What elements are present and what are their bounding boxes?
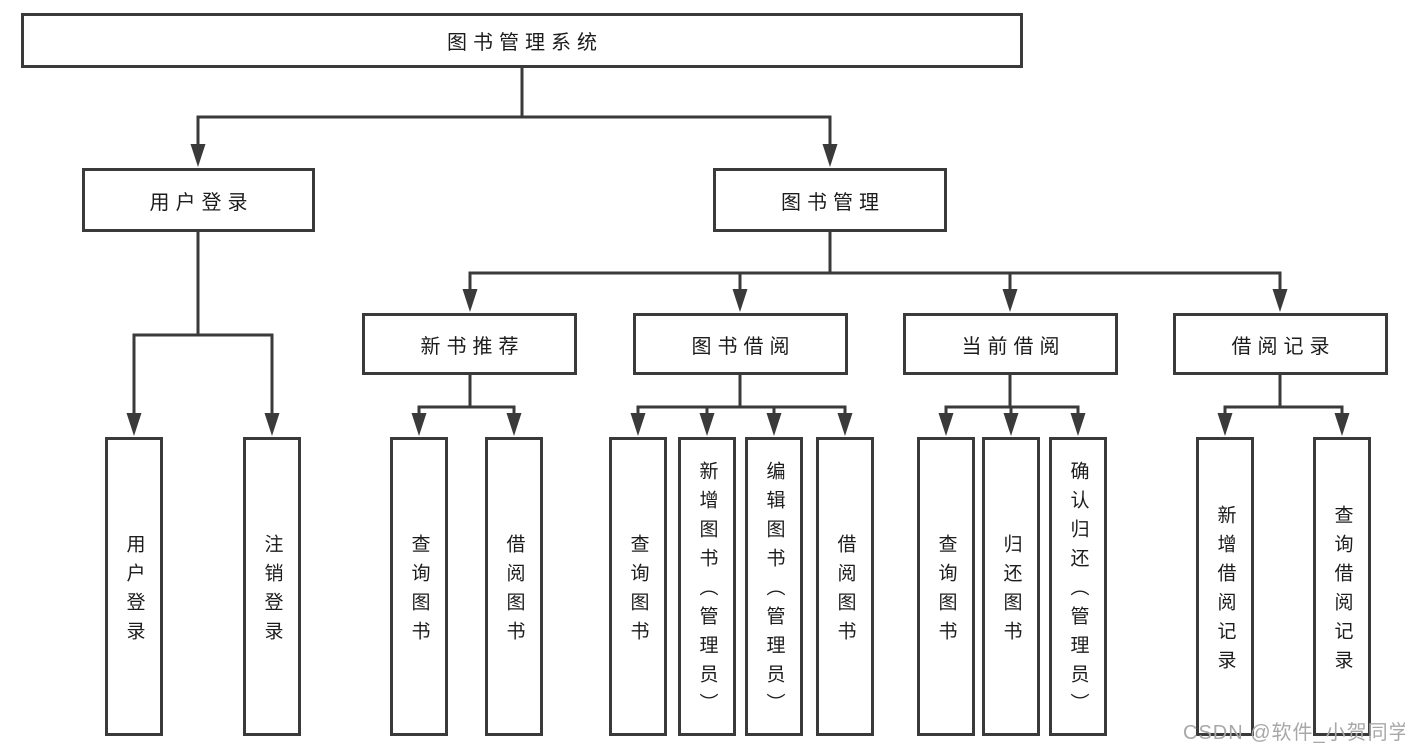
node-leaf-user-login: 用户登录 — [105, 437, 163, 736]
node-book-borrowing: 图书借阅 — [633, 313, 848, 375]
node-user-login: 用户登录 — [82, 168, 315, 232]
node-leaf-logout: 注销登录 — [243, 437, 301, 736]
node-borrowing-records: 借阅记录 — [1173, 313, 1388, 375]
node-leaf-edit-books-admin-label: 编辑图书（管理员） — [763, 461, 785, 722]
node-book-borrowing-label: 图书借阅 — [691, 335, 796, 358]
node-book-management-label: 图书管理 — [781, 191, 885, 214]
node-leaf-query-borrow-record: 查询借阅记录 — [1313, 437, 1371, 736]
node-leaf-borrow-books-recommend-label: 借阅图书 — [503, 533, 525, 650]
node-leaf-edit-books-admin: 编辑图书（管理员） — [745, 437, 803, 736]
node-leaf-borrow-books-label: 借阅图书 — [834, 533, 856, 650]
node-user-login-label: 用户登录 — [149, 191, 254, 214]
node-root-label: 图书管理系统 — [447, 32, 603, 54]
node-leaf-borrow-books: 借阅图书 — [816, 437, 874, 736]
node-leaf-add-books-admin: 新增图书（管理员） — [678, 437, 736, 736]
node-book-management: 图书管理 — [713, 168, 947, 232]
node-leaf-query-books-recommend-label: 查询图书 — [408, 533, 430, 650]
node-leaf-logout-label: 注销登录 — [261, 533, 283, 650]
node-leaf-query-books-recommend: 查询图书 — [390, 437, 448, 736]
node-leaf-query-books-current-label: 查询图书 — [935, 533, 957, 650]
node-leaf-query-books-borrowing: 查询图书 — [609, 437, 667, 736]
node-leaf-confirm-return-admin: 确认归还（管理员） — [1049, 437, 1107, 736]
node-leaf-query-borrow-record-label: 查询借阅记录 — [1331, 504, 1353, 679]
node-new-book-recommendation: 新书推荐 — [362, 313, 577, 375]
node-current-borrowing-label: 当前借阅 — [961, 335, 1066, 358]
node-leaf-add-books-admin-label: 新增图书（管理员） — [696, 461, 718, 722]
node-leaf-return-books-label: 归还图书 — [1000, 533, 1022, 650]
node-leaf-add-borrow-record: 新增借阅记录 — [1196, 437, 1254, 736]
node-borrowing-records-label: 借阅记录 — [1231, 335, 1336, 358]
node-leaf-query-books-current: 查询图书 — [917, 437, 975, 736]
node-leaf-add-borrow-record-label: 新增借阅记录 — [1214, 504, 1236, 679]
node-leaf-confirm-return-admin-label: 确认归还（管理员） — [1067, 461, 1089, 722]
node-root: 图书管理系统 — [21, 13, 1023, 68]
node-leaf-user-login-label: 用户登录 — [123, 533, 145, 650]
node-leaf-query-books-borrowing-label: 查询图书 — [627, 533, 649, 650]
node-new-book-recommendation-label: 新书推荐 — [420, 335, 525, 358]
node-current-borrowing: 当前借阅 — [903, 313, 1118, 375]
node-leaf-return-books: 归还图书 — [982, 437, 1040, 736]
node-leaf-borrow-books-recommend: 借阅图书 — [485, 437, 543, 736]
watermark: CSDN @软件_小贺同学 — [1183, 722, 1405, 744]
